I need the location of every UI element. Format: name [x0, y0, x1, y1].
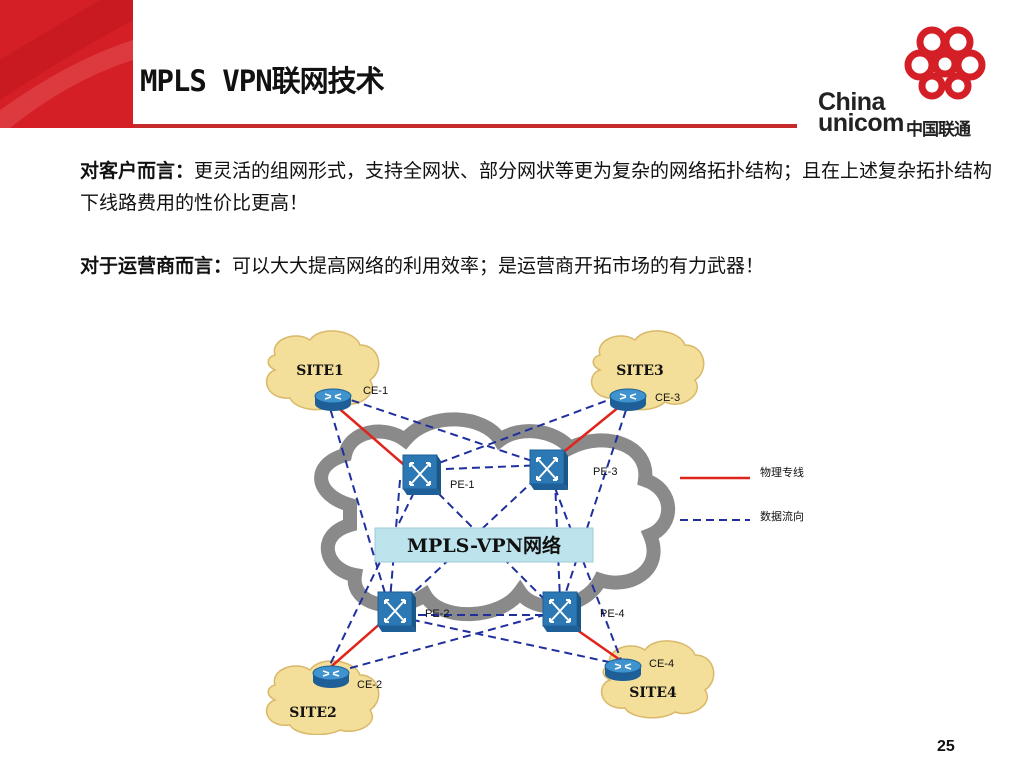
ce-label-1: CE-1 [363, 385, 388, 397]
router-ce2-icon [312, 665, 350, 689]
switch-pe1-icon [402, 454, 442, 496]
page-number: 25 [937, 738, 955, 755]
network-label: MPLS-VPN网络 [407, 534, 561, 557]
site-label-2: SITE2 [289, 705, 337, 721]
paragraph-operator-label: 对于运营商而言： [80, 255, 233, 277]
site-label-4: SITE4 [629, 685, 677, 701]
router-ce4-icon [604, 658, 642, 682]
ce-label-4: CE-4 [649, 658, 674, 670]
paragraph-customer-text: 更灵活的组网形式，支持全网状、部分网状等更为复杂的网络拓扑结构；且在上述复杂拓扑… [80, 160, 993, 214]
site-label-3: SITE3 [616, 363, 664, 379]
router-ce3-icon [609, 388, 647, 412]
paragraph-customer: 对客户而言：更灵活的组网形式，支持全网状、部分网状等更为复杂的网络拓扑结构；且在… [80, 155, 1010, 219]
logo-text-china: China [818, 88, 885, 116]
pe-label-1: PE-1 [450, 479, 474, 491]
china-unicom-logo: China unicom 中国联通 [810, 20, 1010, 140]
legend-physical-label: 物理专线 [760, 465, 804, 479]
site-label-1: SITE1 [296, 363, 344, 379]
unicom-knot-icon [904, 26, 986, 100]
network-label-box [374, 527, 594, 563]
switch-pe3-icon [529, 449, 569, 491]
pe-label-2: PE-2 [425, 608, 449, 620]
pe-label-3: PE-3 [593, 466, 617, 478]
slide-title: MPLS VPN联网技术 [140, 64, 385, 98]
paragraph-operator-text: 可以大大提高网络的利用效率；是运营商开拓市场的有力武器！ [232, 255, 765, 277]
paragraph-operator: 对于运营商而言：可以大大提高网络的利用效率；是运营商开拓市场的有力武器！ [80, 250, 1010, 282]
site1-cloud [265, 330, 380, 411]
diagram-legend: 物理专线 数据流向 [680, 465, 804, 523]
paragraph-customer-label: 对客户而言： [80, 160, 195, 182]
pe-label-4: PE-4 [600, 608, 624, 620]
switch-pe2-icon [377, 591, 417, 633]
switch-pe4-icon [542, 591, 582, 633]
title-divider [133, 124, 797, 128]
logo-text-cn: 中国联通 [906, 120, 971, 140]
mpls-vpn-diagram: MPLS-VPN网络 SITE1 SITE2 SITE3 SITE4 CE-1 … [265, 330, 804, 735]
corner-decoration [0, 0, 133, 128]
site2-cloud [265, 660, 380, 735]
router-ce1-icon [314, 388, 352, 412]
logo-text-unicom: unicom [818, 109, 904, 137]
legend-dataflow-label: 数据流向 [760, 509, 804, 523]
ce-label-2: CE-2 [357, 679, 382, 691]
ce-label-3: CE-3 [655, 392, 680, 404]
